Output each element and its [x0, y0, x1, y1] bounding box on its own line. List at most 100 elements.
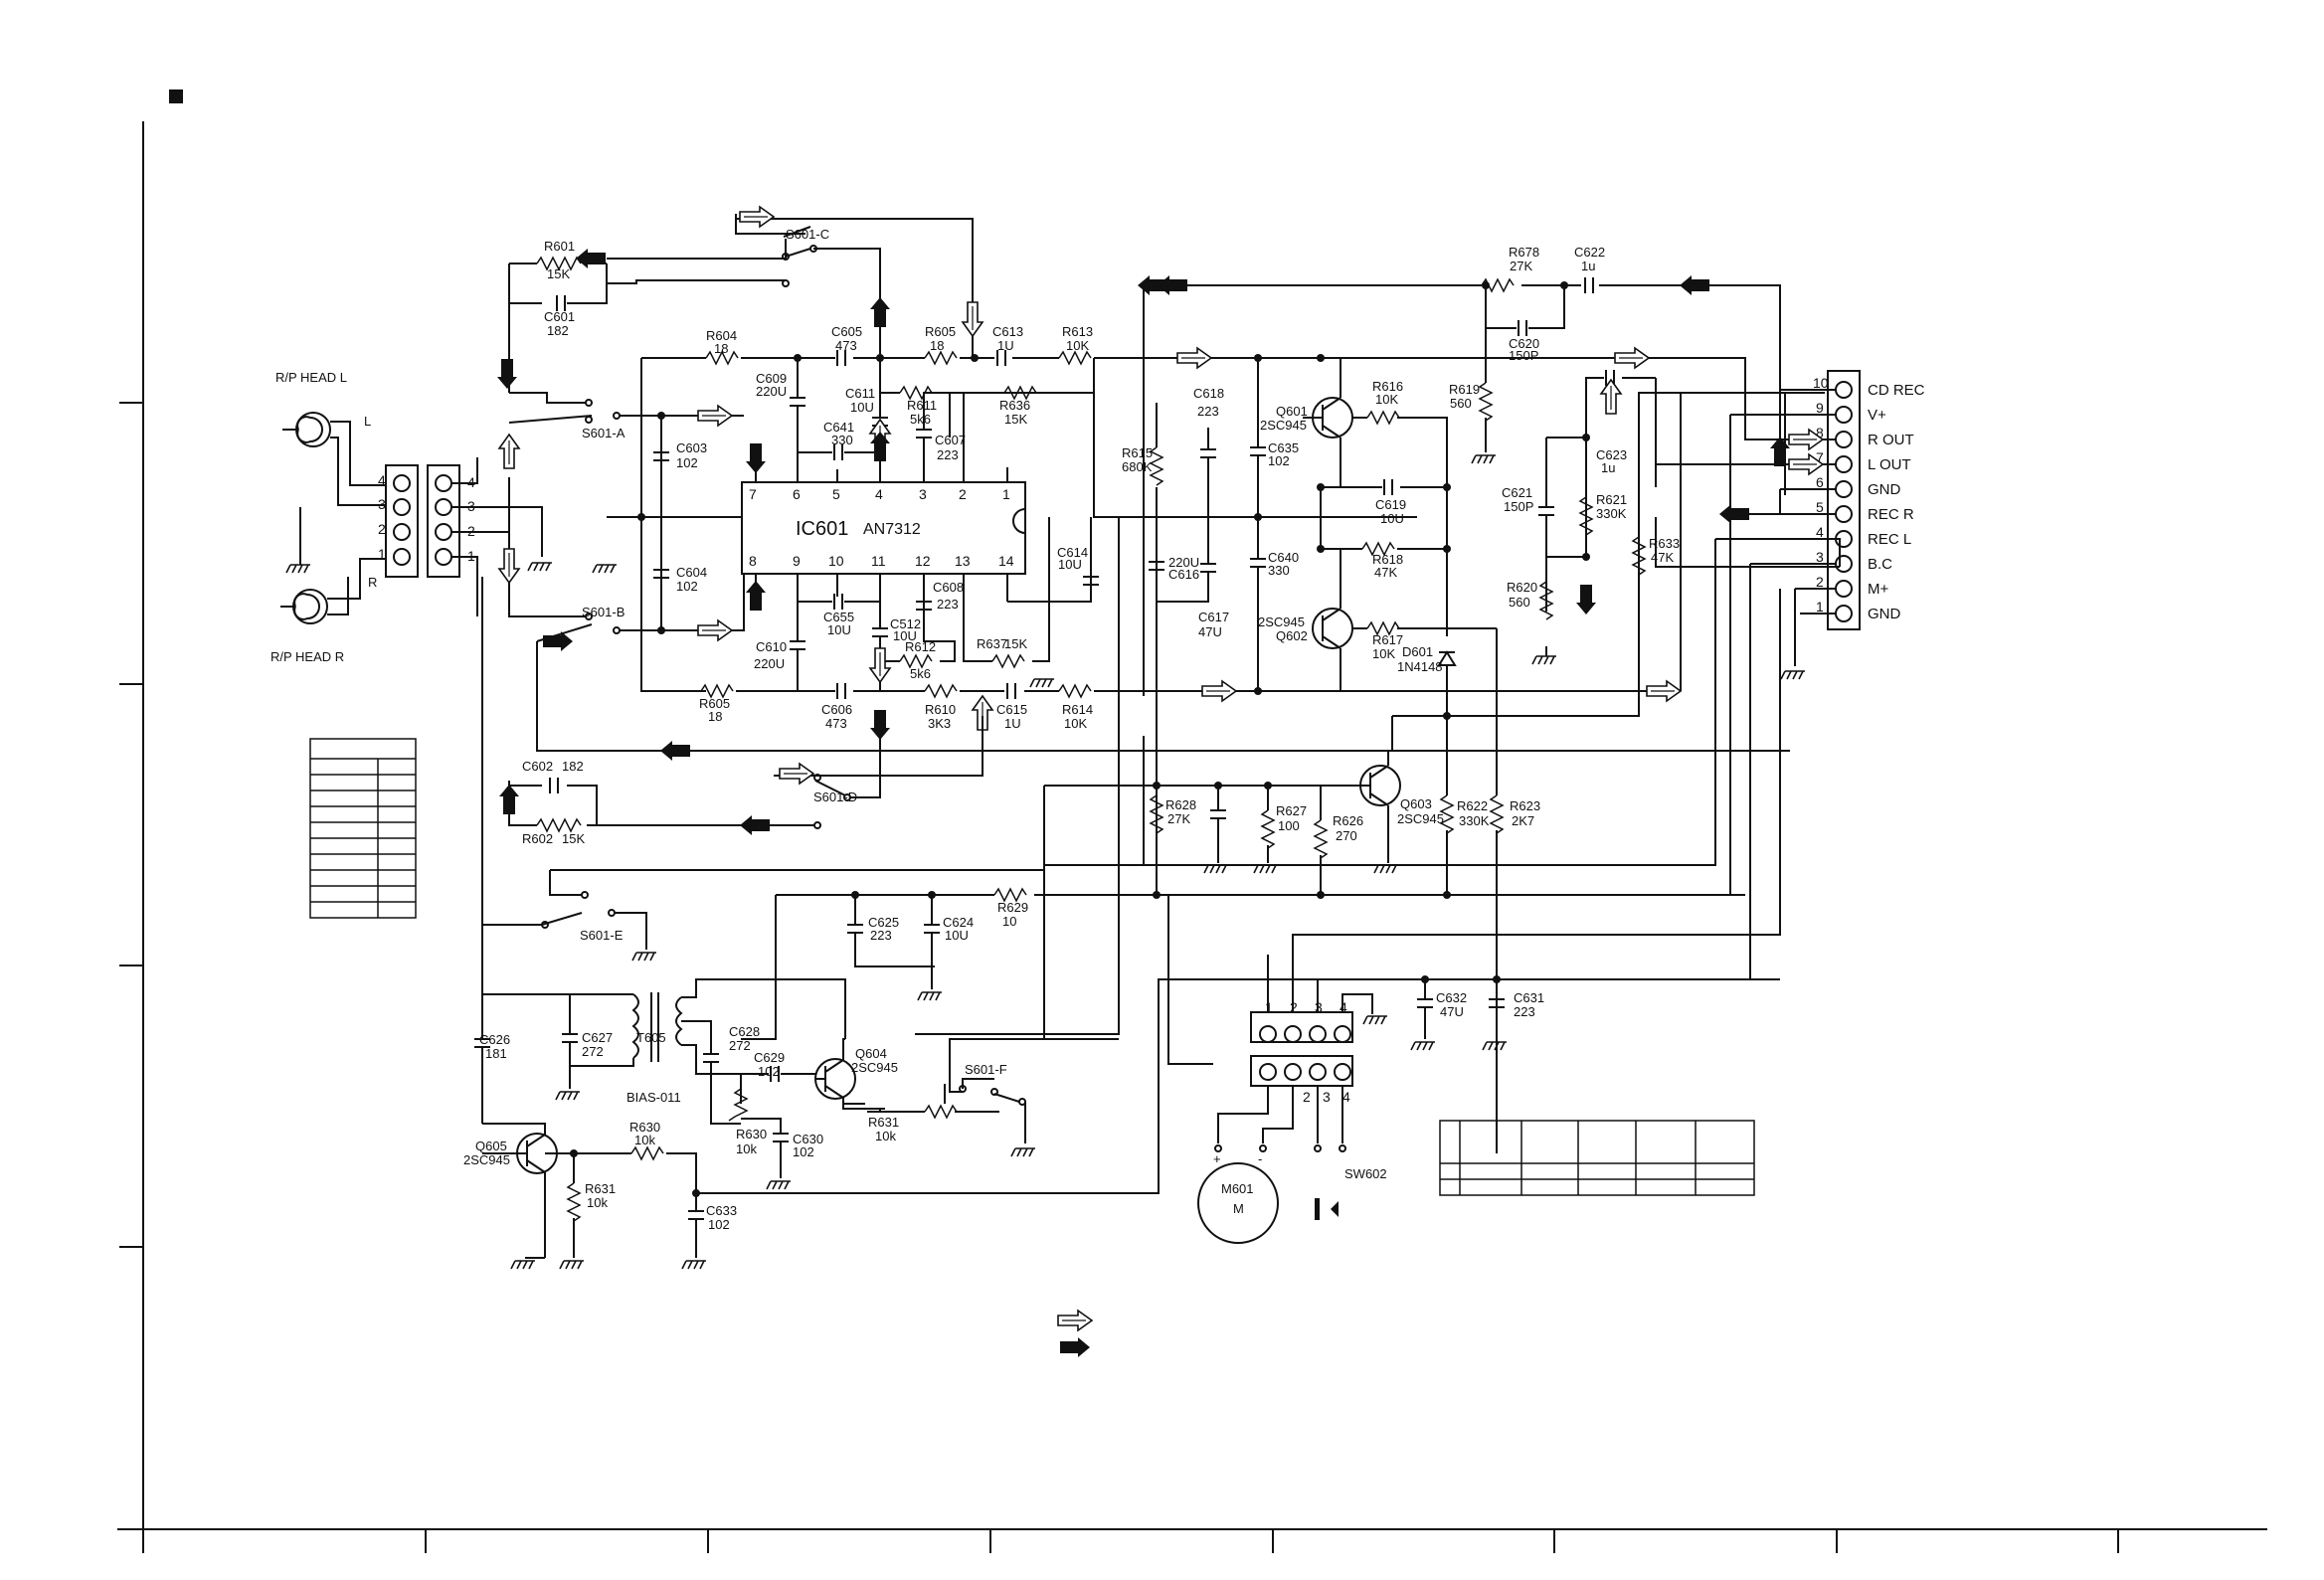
motor-conn2-pin-2: 2: [1303, 1089, 1311, 1105]
ic-pin-10: 10: [828, 553, 844, 569]
c634-val: 102: [1268, 453, 1290, 468]
c627-ref: C627: [582, 1030, 613, 1045]
ic-pin-3: 3: [919, 486, 927, 502]
legend: [1057, 1310, 1093, 1357]
left-table: [309, 738, 417, 919]
r625-ref: R627: [1276, 803, 1307, 818]
r621-val: 330K: [1596, 506, 1627, 521]
c512-val: 10U: [893, 628, 917, 643]
conn-name-gnd-1: GND: [1868, 606, 1901, 622]
c614-ref: C614: [1057, 545, 1088, 560]
q604-ref: Q604: [855, 1046, 887, 1061]
c617-ref: C618: [1193, 386, 1224, 401]
ic-pin-12: 12: [915, 553, 931, 569]
r627-val: 10: [1002, 914, 1016, 929]
head-conn-pin-3: 3: [378, 496, 386, 512]
c607-val: 223: [937, 447, 959, 462]
c607-ref: C607: [935, 433, 966, 447]
m601-label: M: [1233, 1201, 1244, 1216]
r619-val: 560: [1450, 396, 1472, 411]
c619-ref: C619: [1375, 497, 1406, 512]
q601-ref: Q601: [1276, 404, 1308, 419]
c601-val: 182: [547, 323, 569, 338]
r602-val: 15K: [562, 831, 585, 846]
r613-val: 10K: [1066, 338, 1089, 353]
c606-ref: C606: [821, 702, 852, 717]
c609-val: 220U: [756, 384, 787, 399]
r624-val: 270: [1336, 828, 1357, 843]
r637-val: 15K: [1004, 636, 1027, 651]
r637-ref: R637: [977, 636, 1007, 651]
ic-pin-13: 13: [955, 553, 971, 569]
s601-b-label: S601-B: [582, 605, 625, 619]
c512-ref: C512: [890, 616, 921, 631]
head-conn-pin-1: 1: [378, 546, 386, 562]
d601-part: 1N4148: [1397, 659, 1443, 674]
r623-val: 330K: [1459, 813, 1490, 828]
c604-val: 102: [676, 579, 698, 594]
r610-val: 3K3: [928, 716, 951, 731]
r614-ref: R614: [1062, 702, 1093, 717]
r633-ref: R633: [1649, 536, 1680, 551]
r631-ref: R631: [585, 1181, 616, 1196]
r636-val: 15K: [1004, 412, 1027, 427]
r616-val: 10K: [1375, 392, 1398, 407]
c618-ref: C617: [1198, 610, 1229, 624]
conn-name-m-plus: M+: [1868, 581, 1888, 598]
c605-ref: C605: [831, 324, 862, 339]
c623-ref: C623: [1596, 447, 1627, 462]
switch-e: S601-E: [481, 577, 1045, 1024]
c626-ref: C626: [479, 1032, 510, 1047]
c641-val: 10U: [827, 622, 851, 637]
r631-val: 10k: [587, 1195, 608, 1210]
c617-val: 223: [1197, 404, 1219, 419]
r613-ref: R613: [1062, 324, 1093, 339]
c616-val: 220U: [1168, 555, 1199, 570]
c627-val: 272: [582, 1044, 604, 1059]
q603-section: Q603 2SC945 R628 27K R627 100 R626 270 R…: [915, 517, 1540, 1153]
c633-ref: C633: [706, 1203, 737, 1218]
r617-ref: R617: [1372, 632, 1403, 647]
r621-ref: R621: [1596, 492, 1627, 507]
c628-val: 272: [729, 1038, 751, 1053]
r627-ref: R629: [997, 900, 1028, 915]
r612-ref: R612: [905, 639, 936, 654]
r623-ref: R622: [1457, 798, 1488, 813]
c622-ref: C622: [1574, 245, 1605, 260]
c624-val: 10U: [945, 928, 969, 943]
q604-part: 2SC945: [851, 1060, 898, 1075]
sheet-frame: [117, 89, 2267, 1553]
conn-num-6: 6: [1816, 474, 1824, 490]
c629-val: 102: [758, 1064, 780, 1079]
ic601-part: AN7312: [863, 521, 921, 538]
s601-f-label: S601-F: [965, 1062, 1007, 1077]
r615-val: 680K: [1122, 459, 1153, 474]
head-conn-pin-4: 4: [378, 472, 386, 488]
m601-ref: M601: [1221, 1181, 1254, 1196]
r609-ref: R605: [925, 324, 956, 339]
r629-ref: R631: [868, 1115, 899, 1130]
r629-val: 10k: [875, 1129, 896, 1143]
c620-ref: C620: [1509, 336, 1539, 351]
head-left: R/P HEAD L L: [275, 370, 386, 506]
q605-part: 2SC945: [463, 1152, 510, 1167]
motor-conn2-pin-4: 4: [1342, 1089, 1350, 1105]
r636-ref: R636: [999, 398, 1030, 413]
t605-part: BIAS-011: [626, 1090, 681, 1105]
conn-num-9: 9: [1816, 400, 1824, 416]
conn-num-8: 8: [1816, 425, 1824, 440]
r604-ref: R604: [706, 328, 737, 343]
c615-val: 1U: [1004, 716, 1021, 731]
t605-ref: T605: [636, 1030, 666, 1045]
c625-val: 223: [870, 928, 892, 943]
r618-ref: R618: [1372, 552, 1403, 567]
r616-ref: R616: [1372, 379, 1403, 394]
conn-name-rec-l: REC L: [1868, 531, 1911, 548]
r633-val: 47K: [1651, 550, 1674, 565]
c640-val: 330: [831, 433, 853, 447]
c621-val: 150P: [1504, 499, 1533, 514]
c603-val: 102: [676, 455, 698, 470]
ic-pin-4: 4: [875, 486, 883, 502]
top-chain: R604 18 C605 473 R605 18 C613 1U R613 10…: [640, 297, 1746, 692]
c635-ref: C640: [1268, 550, 1299, 565]
